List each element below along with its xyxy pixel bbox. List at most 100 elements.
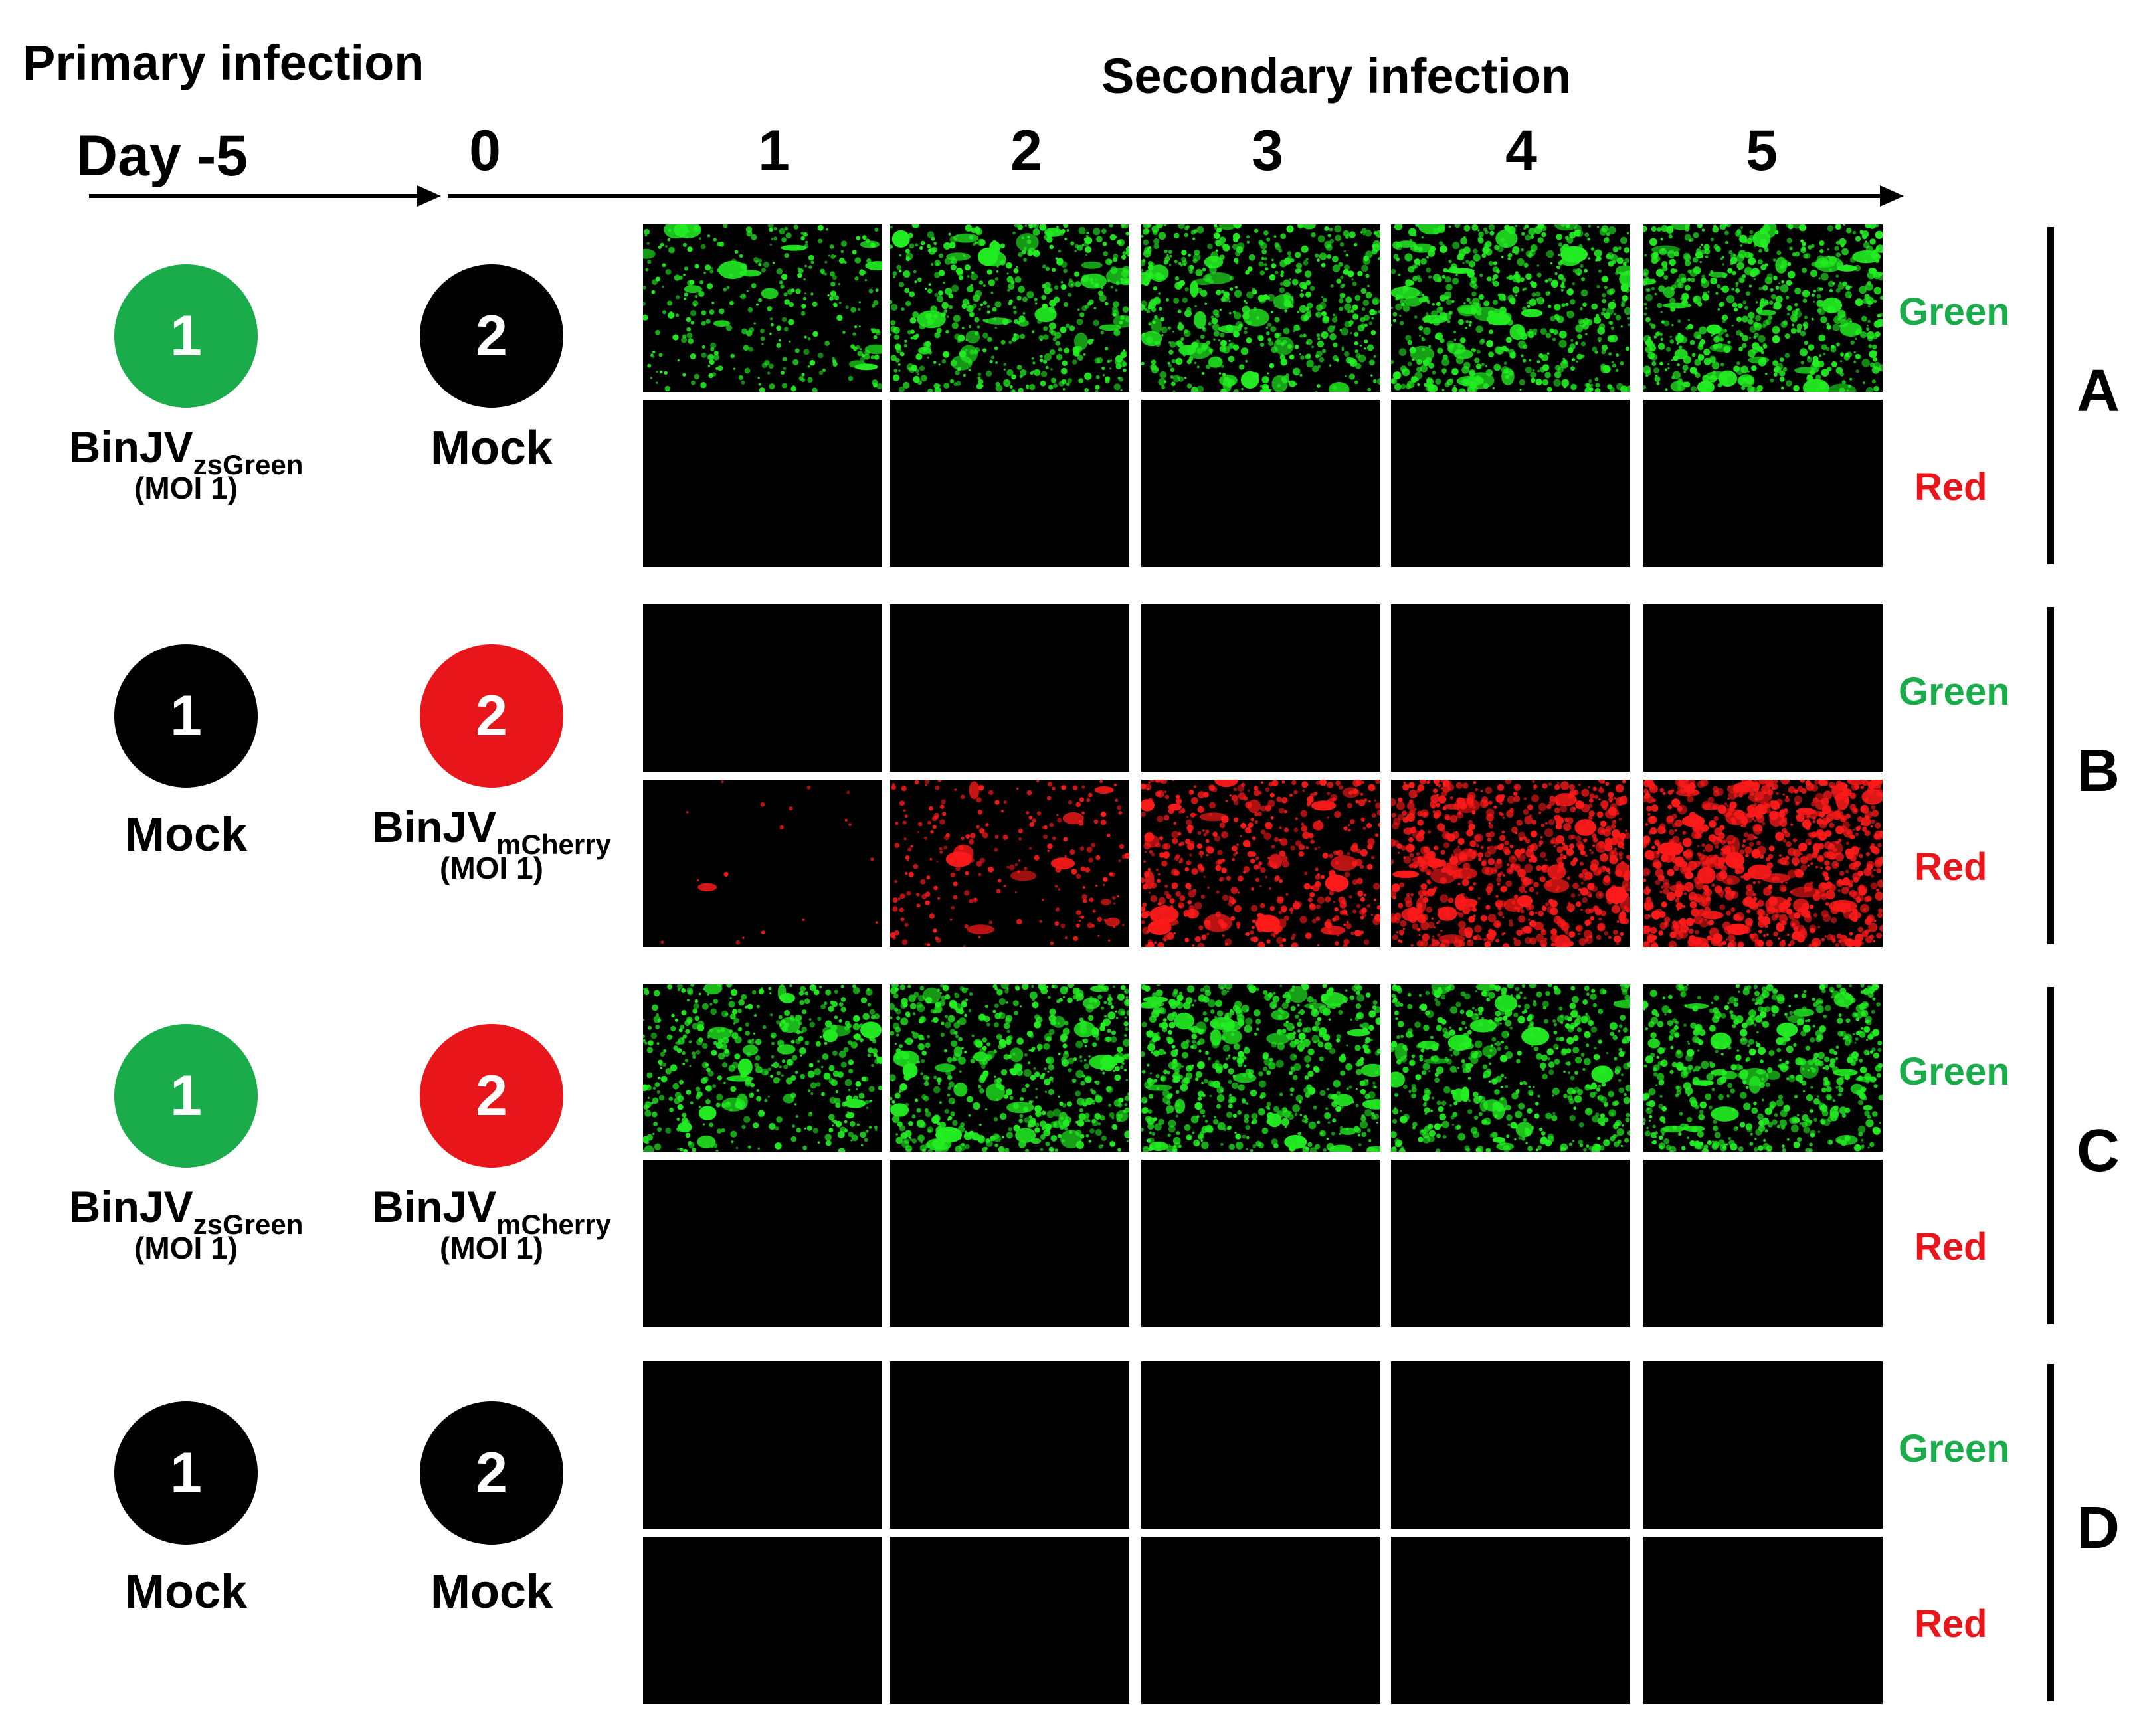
red-channel-panel-day-2 (890, 1160, 1129, 1327)
infection-circle-1-row-d: 1 (114, 1401, 258, 1545)
red-channel-panel-day-3 (1141, 1160, 1380, 1327)
infection-circle-2-row-a: 2 (420, 264, 563, 408)
micrograph-field (890, 1361, 1129, 1529)
micrograph-field (643, 1160, 882, 1327)
green-channel-panel-day-3 (1141, 224, 1380, 392)
micrograph-field (1643, 604, 1883, 772)
day-label-0: 0 (469, 119, 501, 183)
red-channel-label: Red (1914, 1225, 1988, 1268)
micrograph-field (1141, 224, 1380, 392)
micrograph-field (890, 1160, 1129, 1327)
infection-circle-1-row-a: 1 (114, 264, 258, 408)
micrograph-field (1643, 780, 1883, 947)
green-channel-panel-day-4 (1391, 224, 1630, 392)
day-label-3: 3 (1252, 119, 1283, 183)
mock-label: Mock (124, 1565, 248, 1618)
virus-reporter-subscript: mCherry (496, 829, 611, 860)
micrograph-field (1391, 1361, 1630, 1529)
virus-label-zsgreen: BinJVzsGreen(MOI 1) (40, 425, 332, 503)
day-label-5: 5 (1746, 119, 1778, 183)
green-channel-panel-day-1 (643, 984, 882, 1152)
micrograph-field (643, 224, 882, 392)
infection-circle-2-row-b: 2 (420, 644, 563, 788)
row-letter-d: D (2077, 1495, 2120, 1561)
red-channel-panel-day-2 (890, 400, 1129, 567)
row-letter-c: C (2077, 1118, 2120, 1184)
micrograph-field (1391, 984, 1630, 1152)
green-channel-panel-day-5 (1643, 604, 1883, 772)
green-channel-panel-day-4 (1391, 604, 1630, 772)
infection-circle-1-row-b: 1 (114, 644, 258, 788)
green-channel-panel-day-3 (1141, 984, 1380, 1152)
circle-number: 1 (170, 304, 202, 368)
green-channel-panel-day-2 (890, 224, 1129, 392)
micrograph-field (643, 1537, 882, 1704)
red-channel-panel-day-4 (1391, 1537, 1630, 1704)
virus-label-mcherry: BinJVmCherry(MOI 1) (345, 1185, 638, 1263)
moi-label: (MOI 1) (134, 1231, 238, 1265)
green-channel-panel-day-3 (1141, 1361, 1380, 1529)
green-channel-label: Green (1899, 1050, 2010, 1093)
micrograph-field (643, 604, 882, 772)
micrograph-field (1141, 984, 1380, 1152)
primary-timeline-arrowhead (417, 185, 441, 207)
micrograph-field (1643, 1537, 1883, 1704)
day-label-2: 2 (1010, 119, 1042, 183)
micrograph-field (643, 780, 882, 947)
primary-day-label: Day -5 (76, 124, 248, 188)
red-channel-panel-day-5 (1643, 400, 1883, 567)
virus-label-zsgreen: BinJVzsGreen(MOI 1) (40, 1185, 332, 1263)
micrograph-field (1391, 604, 1630, 772)
green-channel-label: Green (1899, 290, 2010, 333)
green-channel-panel-day-5 (1643, 1361, 1883, 1529)
red-channel-label: Red (1914, 845, 1988, 889)
micrograph-field (1141, 604, 1380, 772)
virus-label-mcherry: BinJVmCherry(MOI 1) (345, 805, 638, 883)
mock-label: Mock (430, 1565, 553, 1618)
micrograph-field (890, 224, 1129, 392)
row-bracket (2047, 607, 2054, 944)
micrograph-field (643, 984, 882, 1152)
green-channel-panel-day-5 (1643, 984, 1883, 1152)
red-channel-panel-day-5 (1643, 1160, 1883, 1327)
moi-label: (MOI 1) (440, 851, 543, 885)
row-bracket (2047, 1364, 2054, 1701)
green-channel-panel-day-1 (643, 604, 882, 772)
micrograph-field (890, 984, 1129, 1152)
red-channel-panel-day-5 (1643, 780, 1883, 947)
infection-circle-1-row-c: 1 (114, 1024, 258, 1168)
micrograph-field (643, 400, 882, 567)
green-channel-label: Green (1899, 670, 2010, 713)
virus-reporter-subscript: zsGreen (193, 1209, 304, 1240)
primary-timeline-axis (89, 194, 421, 198)
row-bracket (2047, 987, 2054, 1324)
micrograph-field (1391, 780, 1630, 947)
mock-label: Mock (124, 808, 248, 861)
green-channel-panel-day-4 (1391, 1361, 1630, 1529)
red-channel-panel-day-3 (1141, 780, 1380, 947)
virus-reporter-subscript: zsGreen (193, 449, 304, 480)
circle-number: 1 (170, 1440, 202, 1505)
micrograph-field (1391, 400, 1630, 567)
red-channel-panel-day-2 (890, 1537, 1129, 1704)
row-letter-b: B (2077, 738, 2120, 804)
moi-label: (MOI 1) (440, 1231, 543, 1265)
green-channel-label: Green (1899, 1427, 2010, 1470)
red-channel-panel-day-1 (643, 780, 882, 947)
green-channel-panel-day-2 (890, 604, 1129, 772)
secondary-timeline-arrowhead (1880, 185, 1904, 207)
green-channel-panel-day-1 (643, 1361, 882, 1529)
red-channel-panel-day-1 (643, 1160, 882, 1327)
red-channel-panel-day-1 (643, 1537, 882, 1704)
circle-number: 1 (170, 1063, 202, 1128)
micrograph-field (1643, 1160, 1883, 1327)
circle-number: 2 (476, 683, 508, 748)
micrograph-field (1643, 224, 1883, 392)
day-label-4: 4 (1505, 119, 1537, 183)
mock-label: Mock (430, 422, 553, 475)
virus-name: BinJV (372, 1182, 497, 1231)
secondary-timeline-axis (448, 194, 1883, 198)
moi-label: (MOI 1) (134, 471, 238, 505)
red-channel-panel-day-3 (1141, 400, 1380, 567)
green-channel-panel-day-2 (890, 1361, 1129, 1529)
